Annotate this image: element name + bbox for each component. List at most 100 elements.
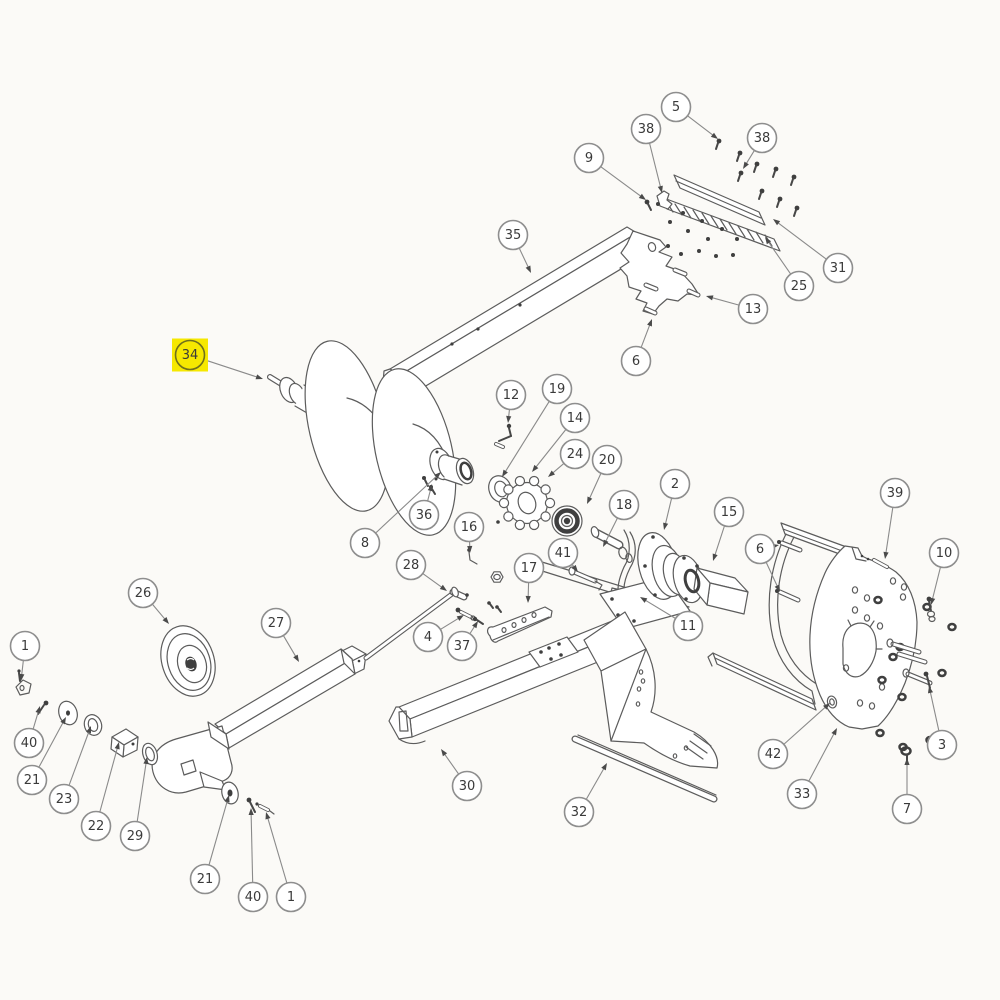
leader-line (136, 760, 147, 822)
part-balloon-27-29[interactable]: 27 (260, 607, 300, 663)
balloon-number: 24 (567, 447, 584, 462)
balloon-number: 4 (424, 630, 432, 645)
auger-assembly (267, 340, 475, 536)
part-balloon-13-6[interactable]: 13 (706, 293, 769, 325)
part-balloon-23-33[interactable]: 23 (48, 726, 92, 815)
leader-arrowhead (773, 219, 781, 226)
part-balloon-8-23[interactable]: 8 (349, 472, 442, 559)
part-balloon-34-9[interactable]: 34 (172, 338, 263, 380)
balloon-circle (446, 630, 478, 662)
leader-line (649, 143, 662, 190)
leader-line (929, 689, 940, 731)
part-balloon-12-10[interactable]: 12 (495, 379, 527, 424)
part-balloon-32-40[interactable]: 32 (563, 763, 608, 828)
leader-line (422, 573, 445, 590)
balloon-number: 38 (754, 131, 771, 146)
part-balloon-21-36[interactable]: 21 (189, 795, 230, 895)
leader-line (713, 526, 725, 558)
part-balloon-16-24[interactable]: 16 (453, 511, 485, 554)
balloon-circle (591, 444, 623, 476)
leader-arrowhead (86, 726, 92, 734)
part-balloon-39-41[interactable]: 39 (879, 477, 911, 560)
balloon-number: 9 (585, 151, 593, 166)
part-balloon-40-37[interactable]: 40 (237, 808, 269, 913)
balloon-circle (630, 113, 662, 145)
part-balloon-37-27[interactable]: 37 (446, 621, 479, 662)
leader-arrowhead (587, 496, 593, 504)
part-balloon-25-5[interactable]: 25 (765, 237, 815, 302)
part-balloon-17-20[interactable]: 17 (513, 552, 545, 604)
part-balloon-40-31[interactable]: 40 (13, 706, 45, 759)
part-balloon-7-44[interactable]: 7 (891, 758, 923, 825)
part-balloon-26-28[interactable]: 26 (127, 577, 170, 625)
balloon-circle (620, 345, 652, 377)
part-balloon-30-39[interactable]: 30 (441, 749, 483, 802)
balloon-number: 18 (616, 498, 633, 513)
part-balloon-3-43[interactable]: 3 (926, 686, 958, 761)
leader-arrowhead (293, 654, 299, 662)
balloon-circle (879, 477, 911, 509)
leader-line (38, 720, 65, 768)
leader-arrowhead (60, 717, 66, 725)
part-balloon-36-22[interactable]: 36 (408, 484, 440, 531)
part-balloon-1-30[interactable]: 1 (9, 630, 41, 682)
balloon-circle (659, 468, 691, 500)
leader-line (766, 239, 791, 274)
leader-arrowhead (532, 464, 539, 472)
leader-arrowhead (904, 758, 910, 765)
part-balloon-4-26[interactable]: 4 (412, 615, 465, 653)
part-balloon-38-1[interactable]: 38 (630, 113, 663, 194)
balloon-number: 40 (245, 890, 262, 905)
part-balloon-14-12[interactable]: 14 (532, 402, 591, 473)
part-balloon-6-7[interactable]: 6 (620, 319, 653, 377)
balloon-circle (275, 881, 307, 913)
part-balloon-6-18[interactable]: 6 (744, 533, 781, 593)
part-balloon-42-45[interactable]: 42 (757, 703, 831, 770)
balloon-circle (746, 122, 778, 154)
balloon-number: 6 (632, 354, 640, 369)
part-balloon-29-35[interactable]: 29 (119, 757, 151, 852)
part-balloon-35-8[interactable]: 35 (497, 219, 532, 274)
leader-line (808, 731, 836, 782)
auger-mount-bracket (619, 230, 701, 316)
leader-arrowhead (571, 564, 578, 572)
part-balloon-1-38[interactable]: 1 (265, 812, 307, 913)
part-balloon-22-34[interactable]: 22 (80, 742, 120, 842)
balloon-circle (559, 402, 591, 434)
balloon-number: 31 (830, 261, 847, 276)
part-balloon-33-46[interactable]: 33 (786, 728, 838, 810)
part-balloon-15-17[interactable]: 15 (712, 496, 745, 562)
leader-arrowhead (265, 812, 271, 820)
leader-arrowhead (603, 539, 609, 547)
leader-arrowhead (640, 597, 648, 603)
part-balloon-5-0[interactable]: 5 (660, 91, 719, 140)
balloon-circle (13, 727, 45, 759)
part-balloon-2-15[interactable]: 2 (659, 468, 691, 531)
leader-arrowhead (823, 703, 830, 710)
balloon-circle (786, 778, 818, 810)
balloon-number: 28 (403, 558, 420, 573)
balloon-circle (891, 793, 923, 825)
part-balloon-24-13[interactable]: 24 (548, 438, 591, 478)
idler-arm-assembly (141, 625, 356, 815)
balloon-circle (541, 373, 573, 405)
discharge-shield-assembly (707, 522, 957, 764)
adjustment-rod (331, 586, 484, 679)
leader-line (32, 709, 40, 729)
part-balloon-28-25[interactable]: 28 (395, 549, 448, 592)
part-balloon-20-14[interactable]: 20 (587, 444, 623, 505)
part-balloon-11-21[interactable]: 11 (640, 597, 704, 642)
part-balloon-21-32[interactable]: 21 (16, 717, 67, 796)
balloon-circle (547, 537, 579, 569)
part-balloon-18-16[interactable]: 18 (603, 489, 640, 548)
part-balloon-10-42[interactable]: 10 (928, 537, 960, 606)
leader-arrowhead (712, 553, 718, 561)
part-balloon-31-4[interactable]: 31 (773, 219, 854, 284)
part-balloon-41-19[interactable]: 41 (547, 537, 579, 573)
part-balloon-19-11[interactable]: 19 (502, 373, 573, 478)
part-balloon-38-2[interactable]: 38 (743, 122, 778, 170)
part-balloon-9-3[interactable]: 9 (573, 142, 647, 201)
balloon-circle (260, 607, 292, 639)
